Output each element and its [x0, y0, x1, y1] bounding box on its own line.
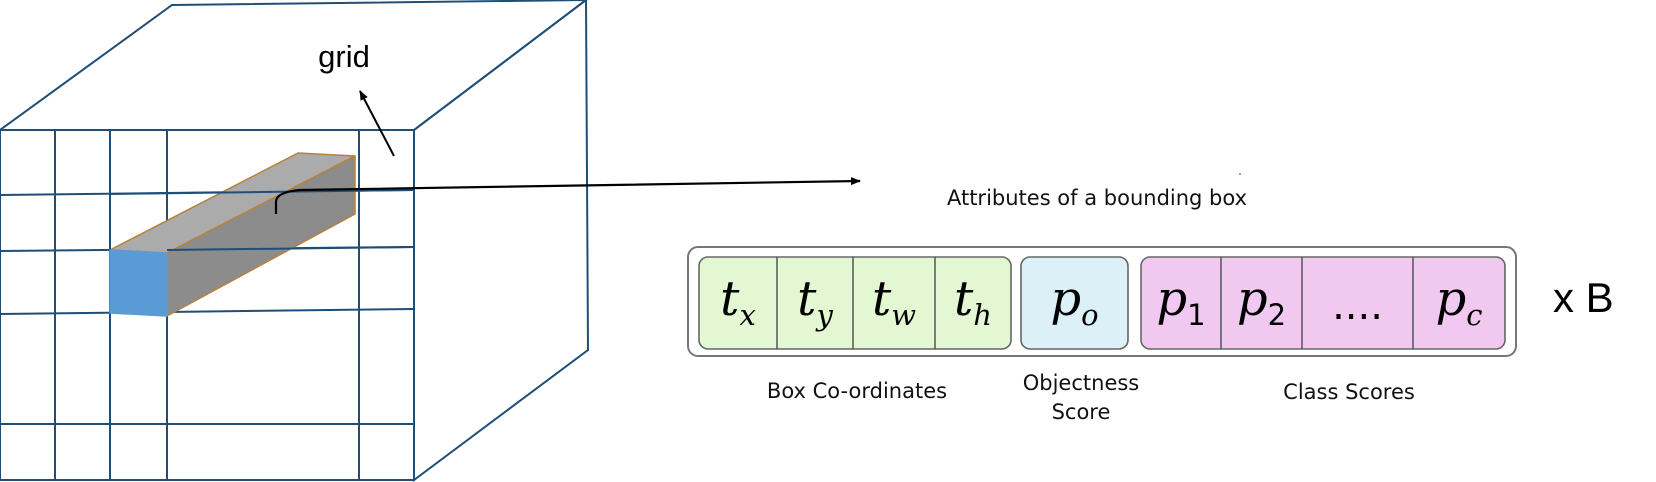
cell-subscript: h — [973, 298, 992, 332]
selected-cell-prism — [109, 152, 356, 317]
volume-front-face — [0, 129, 415, 481]
volume-top-face — [0, 0, 588, 131]
grid-pointer-arrow — [359, 90, 395, 157]
volume-right-face — [413, 0, 590, 482]
grid-row-line — [166, 246, 415, 251]
grid-row-line — [0, 308, 415, 315]
cell-symbol: t — [872, 271, 892, 327]
grid-overlay-lines — [109, 189, 415, 251]
attribute-cell: tw — [872, 271, 916, 332]
attribute-cell: tx — [720, 271, 756, 332]
cell-symbol: t — [720, 271, 740, 327]
objectness-score-label: Score — [1052, 400, 1111, 424]
cell-subscript: w — [891, 298, 916, 332]
attribute-cell: p2 — [1237, 271, 1286, 332]
cell-subscript: y — [814, 298, 833, 332]
cell-subscript: o — [1081, 298, 1098, 332]
attribute-cell: pc — [1436, 271, 1483, 332]
attribute-cell: .... — [1332, 283, 1383, 329]
multiplier-label: x B — [1553, 274, 1614, 321]
grid-volume — [0, 0, 590, 482]
attribute-cell: p1 — [1156, 271, 1205, 332]
grid-row-line — [109, 189, 415, 195]
grid-label: grid — [318, 39, 370, 74]
cell-symbol: t — [797, 271, 817, 327]
cell-subscript: x — [739, 298, 755, 332]
cell-subscript: c — [1466, 298, 1482, 332]
connector-dot — [1239, 173, 1241, 175]
class-scores-box — [1140, 256, 1506, 350]
objectness-score-box — [1020, 256, 1129, 350]
box-coordinates-label: Box Co-ordinates — [767, 379, 947, 403]
attribute-cell: ty — [797, 271, 833, 332]
attribute-cell: th — [954, 271, 992, 332]
attributes-title: Attributes of a bounding box — [947, 186, 1247, 210]
cell-symbol: p — [1156, 271, 1187, 327]
connector-arrow — [274, 177, 861, 214]
cell-symbol: t — [954, 271, 974, 327]
cell-subscript: 2 — [1268, 298, 1286, 332]
cell-symbol: p — [1237, 271, 1268, 327]
class-scores-label: Class Scores — [1283, 380, 1415, 404]
cell-subscript: 1 — [1187, 298, 1205, 332]
objectness-score-label: Objectness — [1023, 371, 1140, 395]
selected-cell-face — [109, 249, 168, 317]
cell-symbol: p — [1050, 271, 1081, 327]
cell-symbol: p — [1436, 271, 1467, 327]
attribute-cell: po — [1050, 271, 1098, 332]
